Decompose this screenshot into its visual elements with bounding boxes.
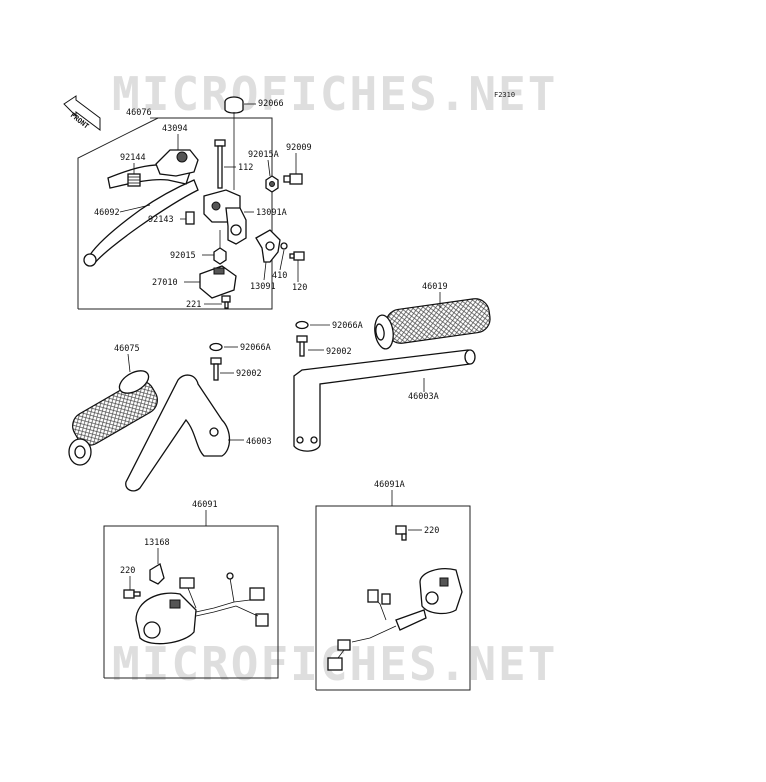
label-92015: 92015: [170, 251, 196, 261]
label-46091A: 46091A: [374, 480, 405, 490]
label-221: 221: [186, 300, 201, 310]
left-switch-box: [103, 525, 279, 679]
label-46003: 46003: [246, 437, 272, 447]
washer-410: [280, 242, 288, 250]
label-92066A-right: 92066A: [332, 321, 363, 331]
label-92066: 92066: [258, 99, 284, 109]
label-13168: 13168: [144, 538, 170, 548]
brake-switch: [199, 265, 237, 299]
label-46003A: 46003A: [408, 392, 439, 402]
bushing: [185, 211, 195, 225]
spring: [127, 173, 141, 187]
label-46076: 46076: [126, 108, 152, 118]
cable-clip: [149, 563, 165, 585]
right-handlebar: [293, 349, 476, 452]
label-220-left: 220: [120, 566, 135, 576]
label-13091A: 13091A: [256, 208, 287, 218]
nut: [265, 175, 279, 193]
clamp-screw: [289, 251, 305, 261]
watermark-top: MICROFICHES.NET: [112, 67, 557, 121]
label-112: 112: [238, 163, 253, 173]
label-46092: 46092: [94, 208, 120, 218]
cap: [224, 96, 244, 114]
lever-holder: [203, 189, 247, 245]
label-92009: 92009: [286, 143, 312, 153]
lever-assembly-box: [77, 117, 273, 310]
right-switch-housing: [327, 568, 463, 671]
right-switch-box: [315, 505, 471, 691]
label-46075: 46075: [114, 344, 140, 354]
label-92143: 92143: [148, 215, 174, 225]
label-92144: 92144: [120, 153, 146, 163]
bolt-left: [210, 357, 222, 381]
bolt-right: [296, 335, 308, 357]
left-grip: [68, 370, 158, 466]
label-92015A: 92015A: [248, 150, 279, 160]
switch-screw-left: [123, 589, 141, 599]
label-120: 120: [292, 283, 307, 293]
switch-screw: [221, 295, 231, 309]
washer-right: [295, 320, 309, 330]
label-13091: 13091: [250, 282, 276, 292]
diagram-code: F2310: [494, 91, 515, 99]
label-27010: 27010: [152, 278, 178, 288]
washer-left: [209, 342, 223, 352]
label-92066A-left: 92066A: [240, 343, 271, 353]
label-410: 410: [272, 271, 287, 281]
nut-small: [213, 247, 227, 265]
label-92002-left: 92002: [236, 369, 262, 379]
label-92002-right: 92002: [326, 347, 352, 357]
label-220-right: 220: [424, 526, 439, 536]
adjuster-screw: [283, 173, 303, 185]
label-43094: 43094: [162, 124, 188, 134]
left-handlebar: [125, 374, 231, 492]
label-46019: 46019: [422, 282, 448, 292]
long-bolt: [214, 139, 226, 189]
lever-bracket: [155, 149, 199, 177]
right-grip: [374, 298, 491, 350]
switch-screw-right: [395, 525, 407, 541]
label-46091: 46091: [192, 500, 218, 510]
clamp: [255, 229, 281, 263]
left-switch-housing: [135, 572, 269, 645]
front-arrow-icon: FRONT: [63, 95, 101, 131]
